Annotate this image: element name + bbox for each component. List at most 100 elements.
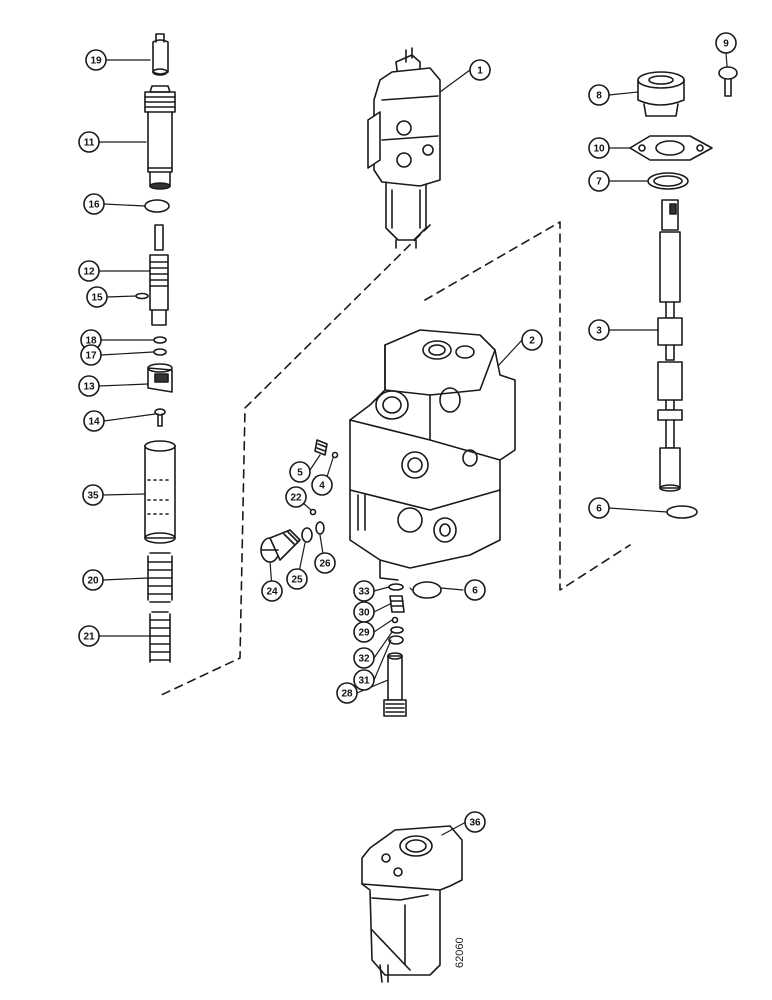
part-26-washer — [315, 521, 325, 535]
svg-text:25: 25 — [291, 575, 303, 586]
dashed-assembly-line-left — [156, 224, 431, 698]
svg-text:12: 12 — [83, 267, 95, 278]
callout-3: 3 — [588, 319, 610, 341]
svg-text:21: 21 — [83, 632, 95, 643]
svg-text:7: 7 — [596, 177, 602, 188]
callout-15: 15 — [86, 286, 108, 308]
svg-text:26: 26 — [319, 559, 331, 570]
svg-text:32: 32 — [358, 654, 370, 665]
dashed-assembly-line-right — [424, 221, 631, 591]
part-30-check — [389, 595, 405, 613]
part-25-ring — [301, 527, 313, 543]
part-11-plug — [144, 85, 176, 190]
callout-26: 26 — [314, 552, 336, 574]
svg-text:16: 16 — [88, 200, 100, 211]
callout-33: 33 — [353, 580, 375, 602]
part-31-o-ring — [388, 635, 404, 645]
svg-text:6: 6 — [472, 586, 478, 597]
callout-22: 22 — [285, 486, 307, 508]
svg-text:19: 19 — [90, 56, 102, 67]
callout-14: 14 — [83, 410, 105, 432]
part-36-housing — [361, 825, 463, 983]
callout-20: 20 — [82, 569, 104, 591]
svg-text:4: 4 — [319, 481, 325, 492]
part-29-ball — [391, 616, 399, 624]
svg-text:22: 22 — [290, 493, 302, 504]
callout-13: 13 — [78, 375, 100, 397]
svg-text:10: 10 — [593, 144, 605, 155]
svg-text:29: 29 — [358, 628, 370, 639]
svg-text:18: 18 — [85, 336, 97, 347]
svg-text:9: 9 — [723, 39, 729, 50]
callout-2: 2 — [521, 329, 543, 351]
svg-text:8: 8 — [596, 91, 602, 102]
part-19-cap — [152, 33, 169, 76]
svg-text:31: 31 — [358, 676, 370, 687]
part-33-washer — [388, 583, 404, 591]
callout-29: 29 — [353, 621, 375, 643]
callout-7: 7 — [588, 170, 610, 192]
callout-30: 30 — [353, 601, 375, 623]
part-20-spring — [147, 552, 173, 603]
part-18-washer — [153, 336, 167, 344]
callout-17: 17 — [80, 344, 102, 366]
callout-6-right: 6 — [588, 497, 610, 519]
part-6-o-ring-right — [666, 505, 698, 519]
svg-text:15: 15 — [91, 293, 103, 304]
part-3-spool — [657, 199, 683, 492]
svg-text:13: 13 — [83, 382, 95, 393]
callout-4: 4 — [311, 474, 333, 496]
callout-8: 8 — [588, 84, 610, 106]
callout-28: 28 — [336, 682, 358, 704]
part-9-screw — [718, 66, 738, 97]
part-35-sleeve — [144, 440, 176, 544]
part-2-valve-body — [349, 329, 516, 581]
figure-code: 62060 — [454, 937, 466, 968]
part-4-ball — [331, 451, 339, 459]
svg-text:11: 11 — [84, 138, 95, 149]
callout-25: 25 — [286, 568, 308, 590]
part-24-relief-plug — [260, 529, 301, 563]
part-8-cap — [637, 71, 685, 117]
callout-36: 36 — [464, 811, 486, 833]
part-14-screw — [154, 408, 166, 427]
part-12-spool-end — [149, 224, 169, 326]
part-21-spring — [149, 611, 171, 663]
callout-24: 24 — [261, 580, 283, 602]
callout-9: 9 — [715, 32, 737, 54]
callout-10: 10 — [588, 137, 610, 159]
part-32-washer — [390, 626, 404, 634]
svg-text:1: 1 — [477, 66, 483, 77]
svg-text:28: 28 — [341, 689, 353, 700]
svg-text:30: 30 — [358, 608, 370, 619]
callout-35: 35 — [82, 484, 104, 506]
callout-31: 31 — [353, 669, 375, 691]
callout-5: 5 — [289, 461, 311, 483]
callout-12: 12 — [78, 260, 100, 282]
part-10-plate — [629, 135, 713, 161]
svg-text:24: 24 — [266, 587, 278, 598]
part-28-poppet — [383, 652, 407, 717]
svg-text:14: 14 — [88, 417, 100, 428]
svg-text:35: 35 — [87, 491, 99, 502]
part-15-pin — [135, 292, 149, 300]
svg-text:33: 33 — [358, 587, 370, 598]
part-13-spool-cap — [147, 363, 173, 393]
svg-text:2: 2 — [529, 336, 535, 347]
svg-text:3: 3 — [596, 326, 602, 337]
part-1-valve-section — [367, 47, 441, 249]
svg-text:5: 5 — [297, 468, 303, 479]
callout-32: 32 — [353, 647, 375, 669]
callout-6-center: 6 — [464, 579, 486, 601]
callout-16: 16 — [83, 193, 105, 215]
svg-text:36: 36 — [469, 818, 481, 829]
svg-text:17: 17 — [85, 351, 97, 362]
svg-text:6: 6 — [596, 504, 602, 515]
part-16-o-ring — [144, 199, 170, 213]
callout-21: 21 — [78, 625, 100, 647]
part-5-plug — [314, 439, 328, 456]
callout-1: 1 — [469, 59, 491, 81]
callout-18: 18 — [80, 329, 102, 351]
callout-11: 11 — [78, 131, 100, 153]
